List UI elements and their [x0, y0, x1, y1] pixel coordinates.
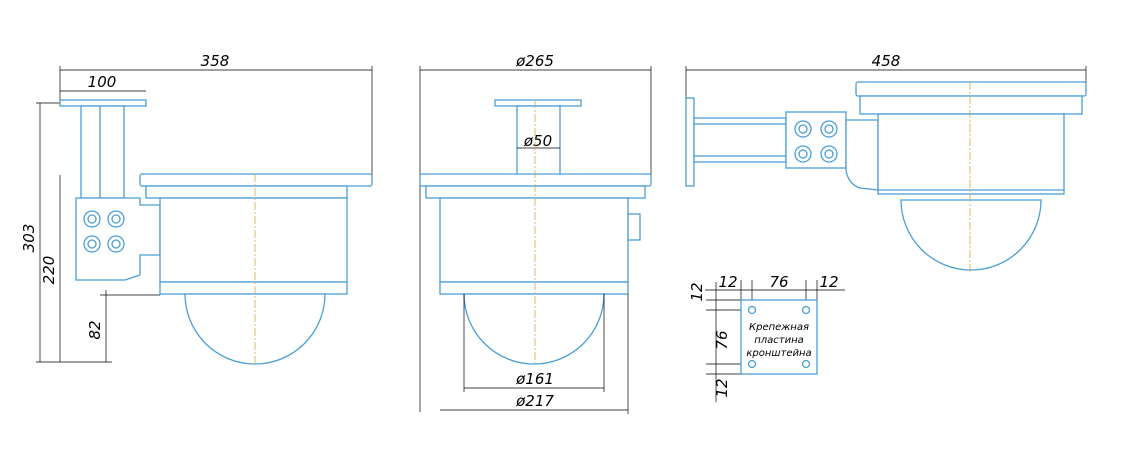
wall-plate — [685, 97, 695, 187]
plate-label-line1: Крепежная — [749, 322, 809, 333]
dim-dome-height-label: 82 — [86, 320, 104, 339]
mounting-plate-detail — [740, 299, 818, 375]
top-camera-dome — [900, 199, 1042, 271]
front-camera-dome — [463, 293, 605, 365]
bracket-arm — [693, 117, 787, 163]
front-gland — [627, 213, 641, 241]
front-view: ø265 ø50 ø161 ø217 — [419, 52, 652, 414]
plate-detail: 12 76 12 12 76 12 Крепежная пластина кро… — [688, 273, 845, 402]
cable-glands — [83, 210, 125, 253]
junction-box — [75, 197, 161, 281]
plate-hole — [801, 305, 811, 315]
top-housing-rim — [859, 95, 1083, 115]
top-housing-lid — [855, 81, 1087, 97]
front-housing-rim — [425, 185, 646, 199]
dim-body-diameter-label: ø265 — [515, 52, 554, 70]
dim-plate-spacing-h: 76 — [769, 273, 788, 291]
dim-plate-spacing-v: 76 — [713, 330, 731, 349]
plate-label-line3: кронштейна — [746, 348, 811, 359]
dim-dome-diameter-label: ø161 — [515, 370, 554, 388]
top-housing-body — [877, 113, 1065, 195]
plate-hole — [747, 359, 757, 369]
plate-hole — [801, 359, 811, 369]
housing-lid-rim — [145, 185, 348, 199]
bracket-post — [80, 105, 125, 199]
dim-total-height-label: 303 — [20, 224, 38, 253]
dim-body-height-label: 220 — [40, 256, 58, 285]
dim-width-label: 358 — [201, 52, 230, 70]
plate-hole — [747, 305, 757, 315]
plate-label-line2: пластина — [754, 335, 804, 346]
dim-plate-edge-left: 12 — [718, 273, 737, 291]
side-view: 358 100 303 220 82 — [20, 52, 373, 365]
dim-length-label: 458 — [872, 52, 901, 70]
housing-base — [159, 281, 348, 295]
top-adapter — [845, 119, 879, 191]
dim-post-diameter-label: ø50 — [523, 132, 552, 150]
front-housing-body — [439, 197, 629, 283]
dim-base-diameter-label: ø217 — [515, 392, 554, 410]
mounting-plate — [59, 99, 147, 107]
top-view: 458 — [685, 52, 1087, 272]
top-cable-glands — [794, 120, 838, 163]
top-junction-box — [785, 111, 847, 169]
front-housing-lid — [419, 173, 652, 187]
dim-plate-edge-right: 12 — [819, 273, 838, 291]
front-mounting-plate — [494, 99, 582, 107]
dim-plate-edge-top: 12 — [688, 282, 706, 301]
dim-plate-edge-bottom: 12 — [713, 378, 731, 397]
housing-body — [159, 197, 348, 283]
housing-lid — [139, 173, 373, 187]
front-bracket-post — [516, 105, 561, 176]
dim-bracket-label: 100 — [88, 73, 117, 91]
front-housing-base — [439, 281, 629, 295]
